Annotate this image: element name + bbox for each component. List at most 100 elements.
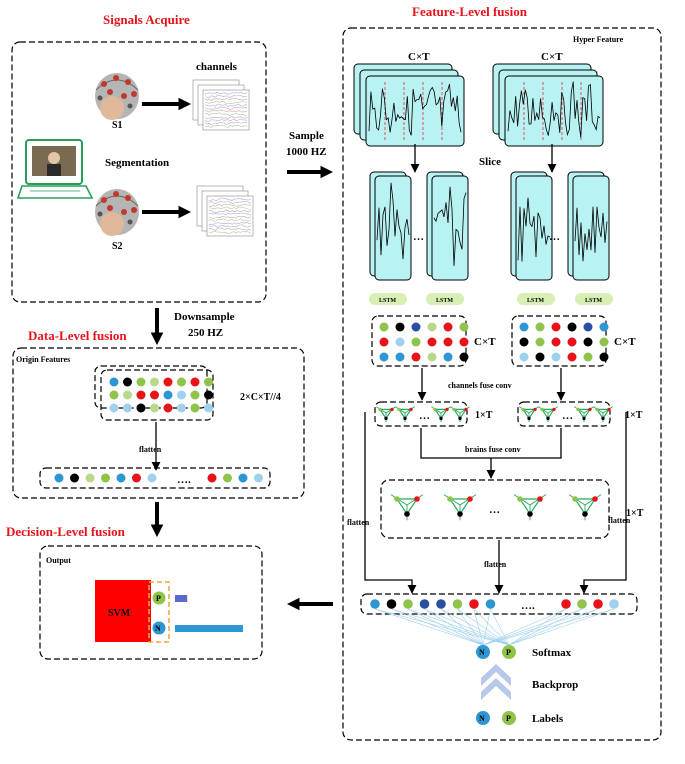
slice-window <box>572 175 610 281</box>
output-n-label: N <box>155 624 161 633</box>
feature-node <box>395 337 405 347</box>
brain-graph-edges <box>448 498 472 516</box>
origin-features-matrix <box>109 377 213 413</box>
small-graph-node <box>397 407 401 412</box>
brain-graph-node <box>457 511 463 517</box>
eeg-channel-trace <box>204 112 248 116</box>
vector-node <box>609 599 619 609</box>
small-graph-node <box>445 407 449 412</box>
vector-node <box>452 599 463 609</box>
stimulus-computer <box>16 139 94 199</box>
brains-fuse-label: brains fuse conv <box>465 445 521 454</box>
feature-node <box>519 352 529 362</box>
softmax-label: Softmax <box>532 647 572 659</box>
dense-connection <box>407 608 510 646</box>
brain-graph-node <box>404 511 410 517</box>
eeg-channel-trace <box>204 97 248 101</box>
vector-node <box>238 473 248 483</box>
feature-node <box>411 337 421 347</box>
eeg-channel-trace <box>208 197 252 202</box>
signals-acquire-panel <box>11 41 267 303</box>
softmax-p-node <box>502 645 516 659</box>
small-graph-edges <box>595 408 611 420</box>
small-graph-node <box>452 407 456 412</box>
feature-node <box>551 322 561 332</box>
dense-connection <box>457 608 484 646</box>
eeg-channel-trace <box>208 231 252 234</box>
small-graph-edges <box>540 408 556 420</box>
brain-graph-node <box>414 496 420 502</box>
origin-features-label: Origin Features <box>16 355 70 364</box>
svm-label: SVM <box>108 608 131 619</box>
small-graph-node <box>403 416 407 421</box>
feature-node <box>190 390 200 400</box>
small-graph-node <box>521 407 525 412</box>
feature-level-title: Feature-Level fusion <box>412 4 528 19</box>
channel-fused-row-left <box>374 401 468 427</box>
small-graph-node <box>588 407 592 412</box>
dense-connection <box>374 608 484 646</box>
labels-label: Labels <box>532 713 564 725</box>
lstm-label-3: LSTM <box>527 298 544 304</box>
feature-node <box>177 403 186 413</box>
dense-connection <box>508 608 567 646</box>
brain-graph-node <box>572 496 578 502</box>
feature-node <box>204 390 213 400</box>
feature-node <box>583 352 593 362</box>
eeg-channel-trace <box>204 121 248 125</box>
data-level-title: Data-Level fusion <box>28 328 127 343</box>
eeg-channel-trace <box>208 224 252 228</box>
eeg-head-s2 <box>95 189 139 236</box>
cxt-right-label: C×T <box>541 51 563 63</box>
hyper-feature-label: Hyper Feature <box>573 35 624 44</box>
feature-node <box>379 322 389 332</box>
vector-node <box>403 599 413 609</box>
brain-graph-edges <box>395 498 419 516</box>
eeg-channel-trace <box>208 200 252 204</box>
feature-node <box>551 352 561 362</box>
small-graph-node <box>582 416 586 421</box>
small-graph-node <box>439 416 443 421</box>
sample-rate-label: 1000 HZ <box>286 146 327 158</box>
labels-p-label: P <box>506 714 511 723</box>
decision-level-title: Decision-Level fusion <box>6 524 126 539</box>
s2-label: S2 <box>112 241 123 252</box>
feature-node <box>123 390 132 400</box>
dense-connection <box>482 608 615 646</box>
dense-connection <box>374 608 510 646</box>
small-graph-node <box>527 416 531 421</box>
feature-node <box>459 352 469 362</box>
brain-fused-graphs <box>390 494 602 521</box>
s1-label: S1 <box>112 120 123 131</box>
eeg-channel-trace <box>204 124 248 128</box>
eeg-channel-trace <box>208 215 252 219</box>
labels-n-label: N <box>479 714 485 723</box>
signals-acquire-title: Signals Acquire <box>103 12 190 27</box>
feature-matrix-left <box>379 322 469 362</box>
vector-node <box>370 599 380 609</box>
slice-window <box>431 175 469 281</box>
brain-graph-node <box>467 496 473 502</box>
channel-sheet <box>206 195 254 237</box>
origin-dimension-label: 2×C×T//4 <box>240 392 281 403</box>
fused-feature-vector <box>370 599 619 609</box>
small-graph-ellipsis-right: … <box>562 410 573 422</box>
flatten-right-label: flatten <box>608 516 631 525</box>
svm-block <box>95 580 151 642</box>
feature-node <box>204 403 213 413</box>
lstm-blocks: LSTM LSTM LSTM LSTM <box>369 293 613 305</box>
small-graph-node <box>433 407 437 412</box>
feature-node <box>136 403 146 413</box>
feature-node <box>599 352 609 362</box>
vector-node <box>54 473 64 483</box>
dense-connection <box>482 608 567 646</box>
brain-graph-edges <box>573 498 597 516</box>
flatten-data-label: flatten <box>139 445 162 454</box>
eeg-channel-trace <box>204 116 248 119</box>
dense-connection <box>440 608 484 646</box>
output-p-label: P <box>156 594 161 603</box>
fused-feature-vector-box <box>360 593 638 615</box>
vector-node <box>436 599 446 609</box>
vector-node <box>577 599 587 609</box>
eeg-channel-trace <box>208 218 252 222</box>
